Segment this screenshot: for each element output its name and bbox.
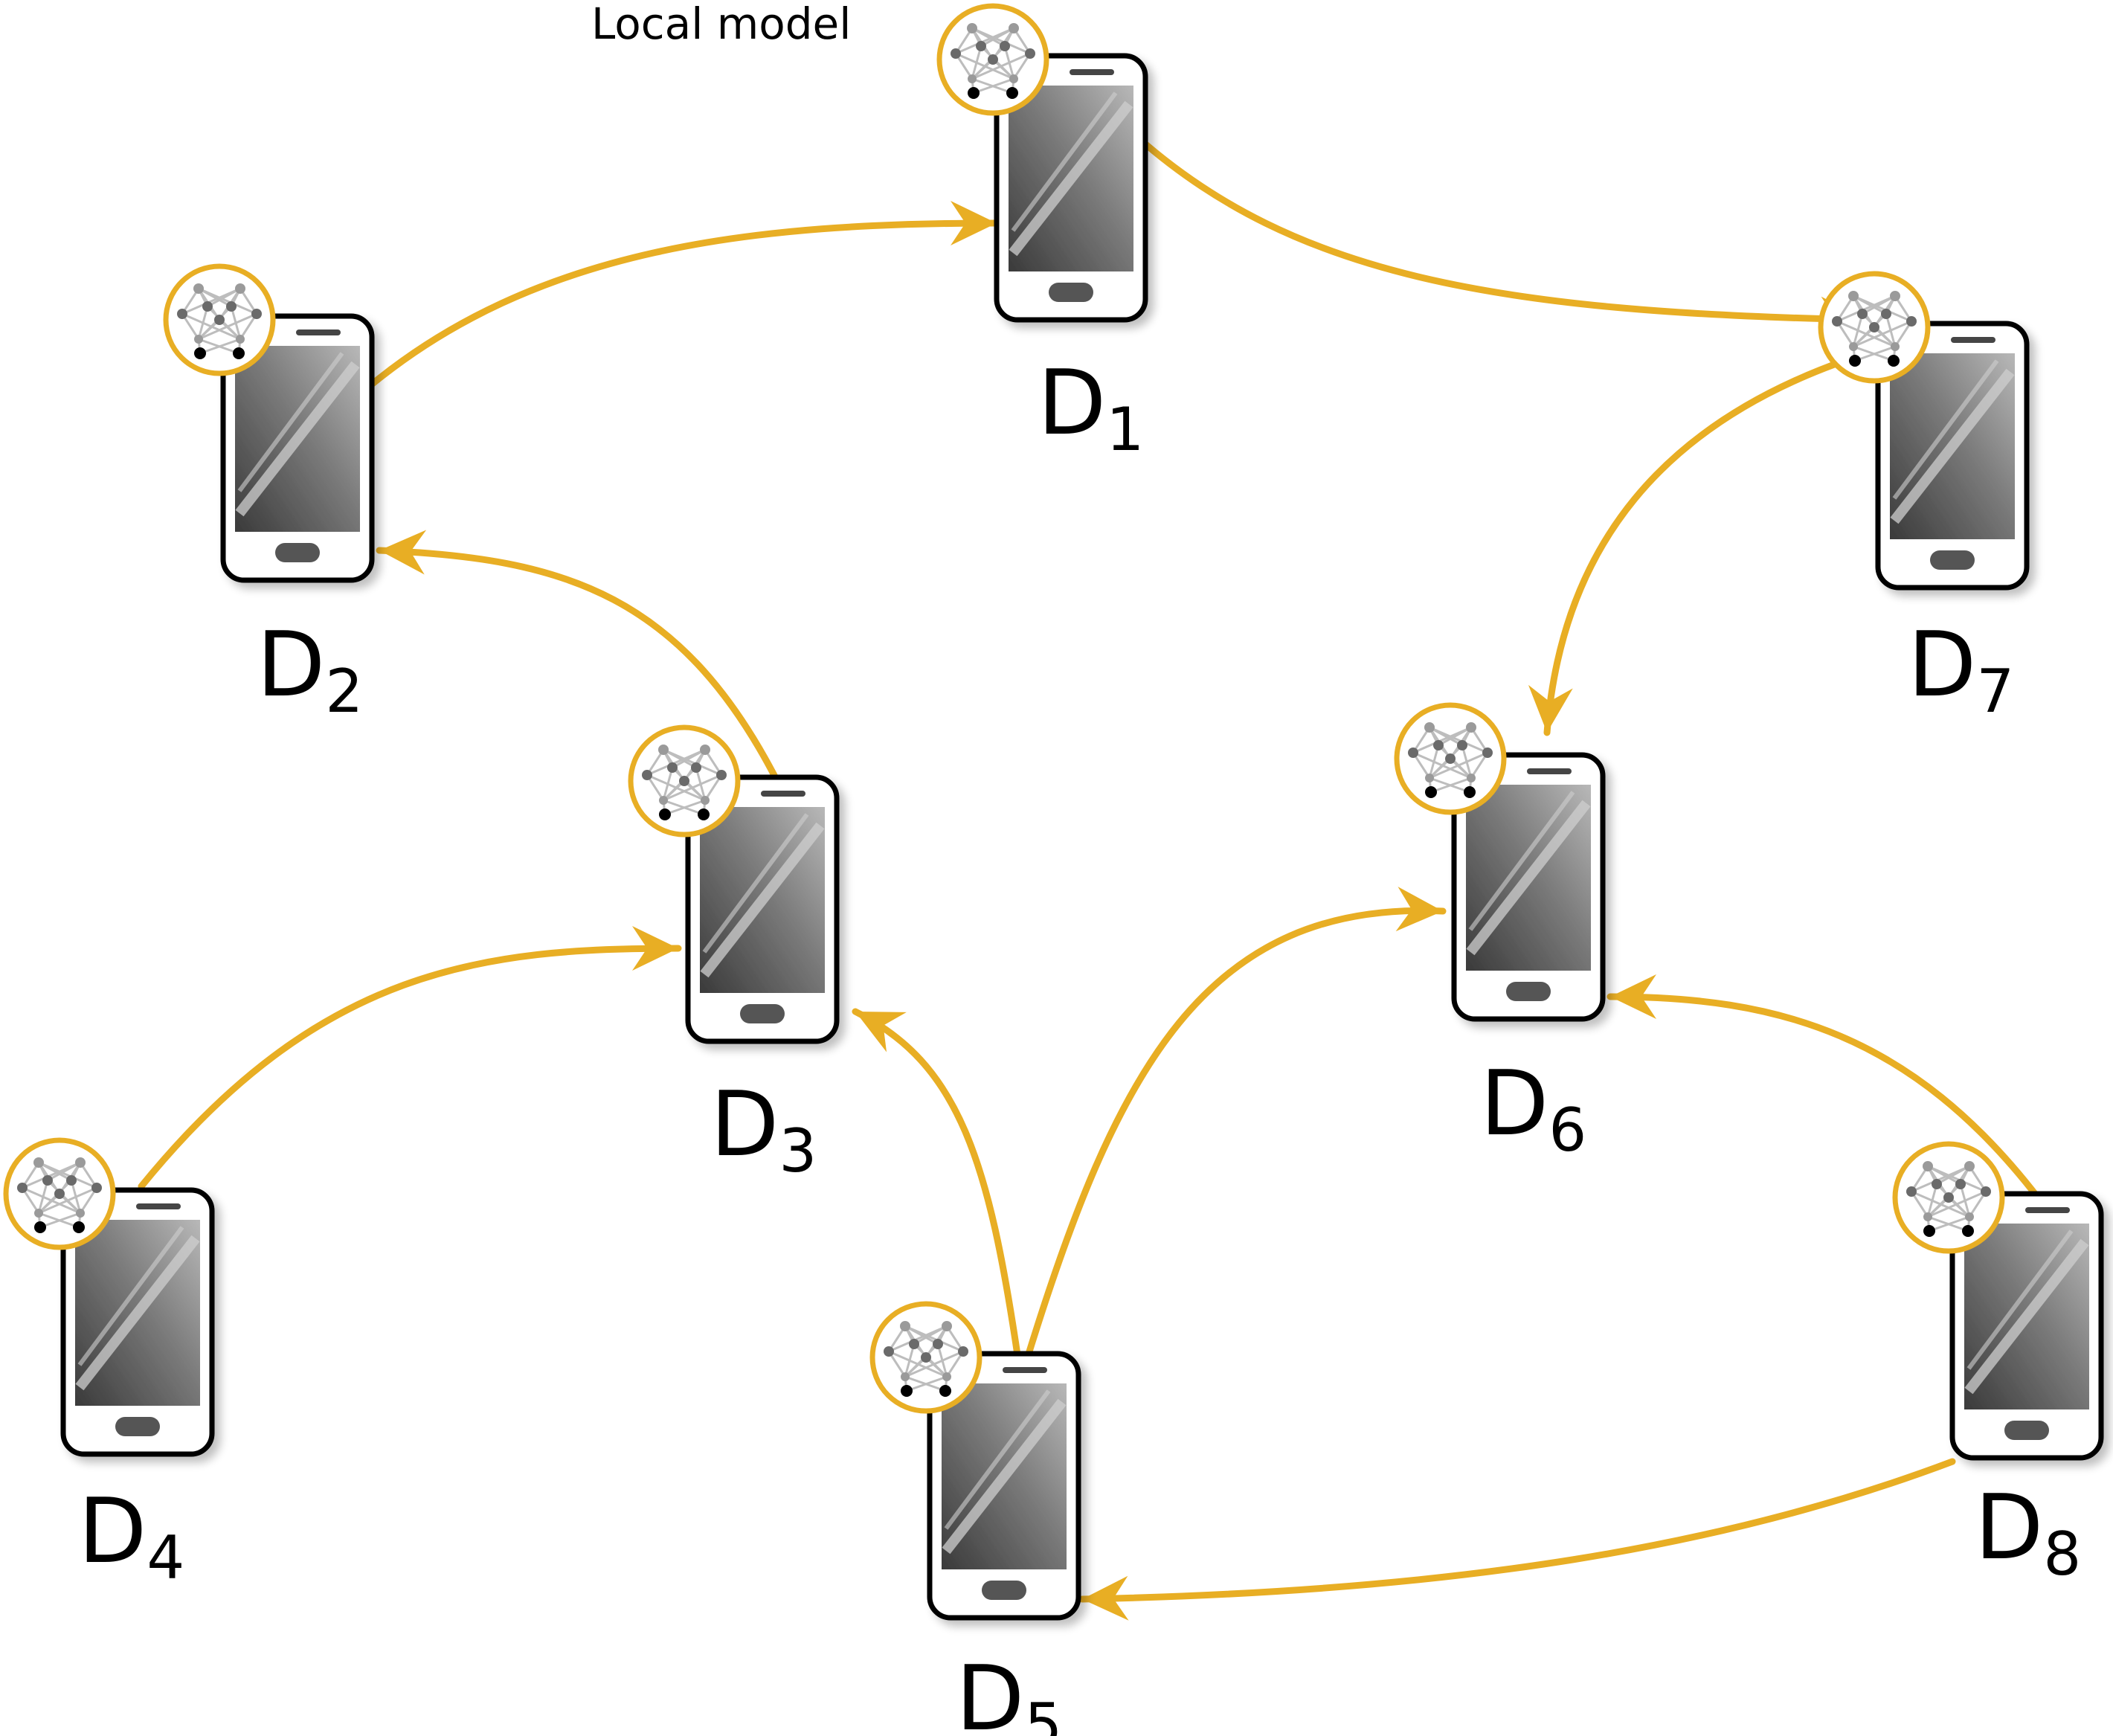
d3-smartphone-icon [685, 774, 840, 1044]
device-d4: D4 [3, 1137, 215, 1592]
d7-smartphone-icon [1875, 321, 2030, 591]
device-d5: D5 [869, 1301, 1081, 1736]
edge-d8-to-d5 [1078, 1458, 1956, 1603]
d6-label: D6 [1480, 1052, 1586, 1165]
edge-d3-to-d2 [376, 547, 785, 792]
d7-neural-network-icon [1818, 271, 1931, 384]
edge-d5-to-d6 [1023, 907, 1447, 1365]
d3-neural-network-icon [628, 724, 741, 838]
d8-label: D8 [1975, 1476, 2081, 1589]
local-model-caption: Local model [591, 0, 851, 49]
device-d8: D8 [1892, 1141, 2104, 1589]
arrowhead-d3-to-d2 [379, 530, 427, 575]
arrowhead-d5-to-d6 [1395, 887, 1443, 932]
edge-d2-to-d1 [361, 219, 1000, 394]
d7-label: D7 [1908, 614, 2014, 726]
d2-neural-network-icon [163, 263, 276, 376]
d4-smartphone-icon [60, 1187, 215, 1457]
device-d3: D3 [628, 724, 840, 1186]
home-button [115, 1417, 160, 1436]
home-button [740, 1004, 785, 1023]
d3-label: D3 [710, 1073, 817, 1186]
edge-d1-to-d7 [1134, 134, 1871, 324]
edge-d4-to-d3 [138, 945, 682, 1190]
home-button [1930, 550, 1975, 570]
home-button [1049, 283, 1093, 302]
d1-neural-network-icon [936, 3, 1049, 116]
device-d6: D6 [1394, 702, 1606, 1165]
device-d1: D1 [936, 3, 1148, 464]
edge-d8-to-d6 [1607, 993, 2042, 1201]
home-button [275, 543, 320, 562]
arrowhead-d2-to-d1 [951, 201, 997, 245]
device-d2: D2 [163, 263, 375, 726]
d6-neural-network-icon [1394, 702, 1507, 815]
d6-smartphone-icon [1451, 752, 1606, 1022]
d4-neural-network-icon [3, 1137, 116, 1250]
d4-label: D4 [78, 1480, 184, 1592]
d2-smartphone-icon [220, 313, 375, 583]
home-button [1506, 982, 1551, 1001]
d1-smartphone-icon [994, 53, 1148, 323]
home-button [2004, 1421, 2049, 1440]
arrowhead-d5-to-d3 [855, 1012, 907, 1052]
arrowhead-d8-to-d6 [1610, 974, 1656, 1019]
d8-neural-network-icon [1892, 1141, 2005, 1254]
arrowhead-d7-to-d6 [1528, 684, 1573, 733]
d2-label: D2 [257, 614, 363, 726]
d8-smartphone-icon [1949, 1191, 2104, 1461]
edge-d5-to-d3 [852, 1008, 1023, 1369]
edge-d7-to-d6 [1543, 357, 1848, 736]
device-d7: D7 [1818, 271, 2030, 726]
d5-label: D5 [956, 1647, 1062, 1736]
d1-label: D1 [1038, 352, 1144, 464]
d5-smartphone-icon [927, 1351, 1081, 1621]
edges-layer [138, 134, 2042, 1621]
d5-neural-network-icon [869, 1301, 982, 1414]
arrowhead-d8-to-d5 [1082, 1575, 1129, 1621]
home-button [982, 1581, 1026, 1600]
arrowhead-d4-to-d3 [632, 926, 678, 971]
